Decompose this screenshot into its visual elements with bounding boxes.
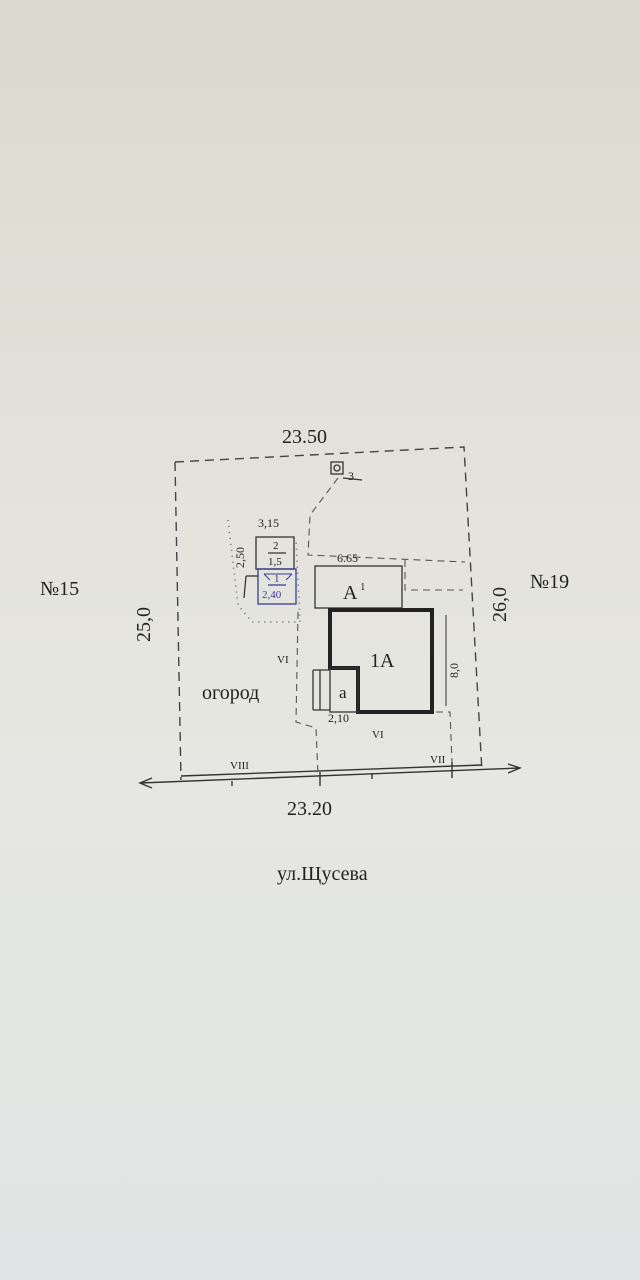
plot-depth-right: 26,0 [489,587,511,622]
garden-label: огород [202,682,259,704]
well-icon [330,461,363,481]
well-label: 3 [348,469,354,483]
plot-width-top: 23.50 [282,426,327,448]
shed-surround [227,519,301,623]
fence-type-viii: VIII [230,760,249,772]
plot-width-bottom: 23.20 [287,798,332,820]
porch-width: 2,10 [328,711,349,725]
annex-width: 6.65 [337,551,358,565]
shed-lower-number: 1 [274,573,280,585]
shed-building [243,536,297,605]
shed-width: 3,15 [258,516,279,530]
porch-label: а [339,683,347,702]
plot-depth-left: 25,0 [133,607,155,642]
shed-lower-size: 2,40 [262,589,282,601]
shed-upper-number: 2 [273,540,279,552]
annex-label: А [343,582,358,604]
fence-type-vi-left: VI [277,654,289,666]
neighbor-left: №15 [40,578,79,600]
main-house-depth: 8,0 [447,663,461,678]
annex-label-superscript: 1 [360,581,366,593]
street-line [138,762,522,789]
shed-arrows [263,573,293,581]
main-house-label: 1А [370,650,395,672]
street-name: ул.Щусева [277,863,368,885]
annex-building [314,565,403,609]
plot-boundary [174,446,483,781]
fence-type-vi-bottom: VI [372,729,384,741]
fence-type-vii: VII [430,754,446,766]
neighbor-right: №19 [530,571,569,593]
porch [312,667,359,713]
internal-fences [295,477,466,777]
shed-upper-size: 1,5 [268,556,282,568]
shed-height: 2,50 [233,547,247,568]
